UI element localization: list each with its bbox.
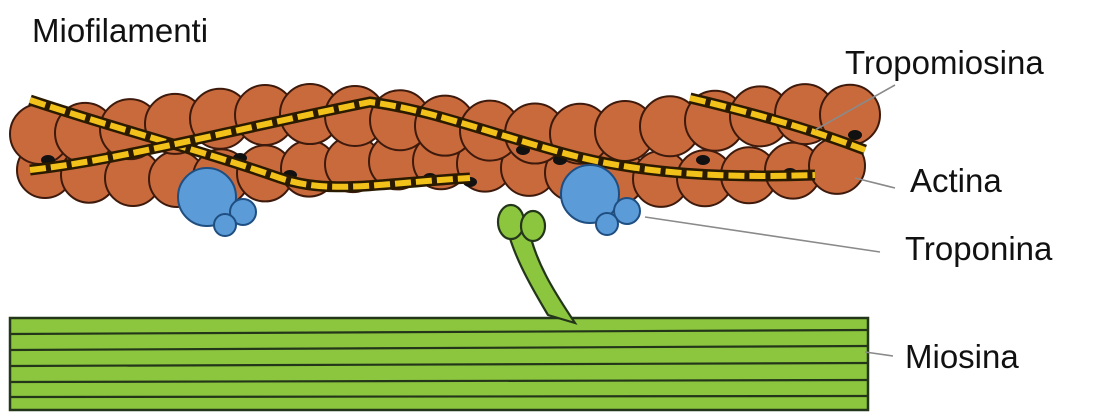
actin-label: Actina xyxy=(910,162,1002,199)
myosin-filament xyxy=(10,318,868,410)
myosin-head xyxy=(498,205,575,323)
actin-binding-site xyxy=(696,155,710,165)
tropomyosin-label: Tropomiosina xyxy=(845,44,1044,81)
troponin-label: Troponina xyxy=(905,230,1053,267)
actin-filament xyxy=(10,84,880,207)
actin-leader xyxy=(855,178,895,188)
troponin-leader xyxy=(645,217,880,252)
actin-binding-site xyxy=(848,130,862,140)
diagram-title: Miofilamenti xyxy=(32,12,208,49)
myosin-label: Miosina xyxy=(905,338,1019,375)
